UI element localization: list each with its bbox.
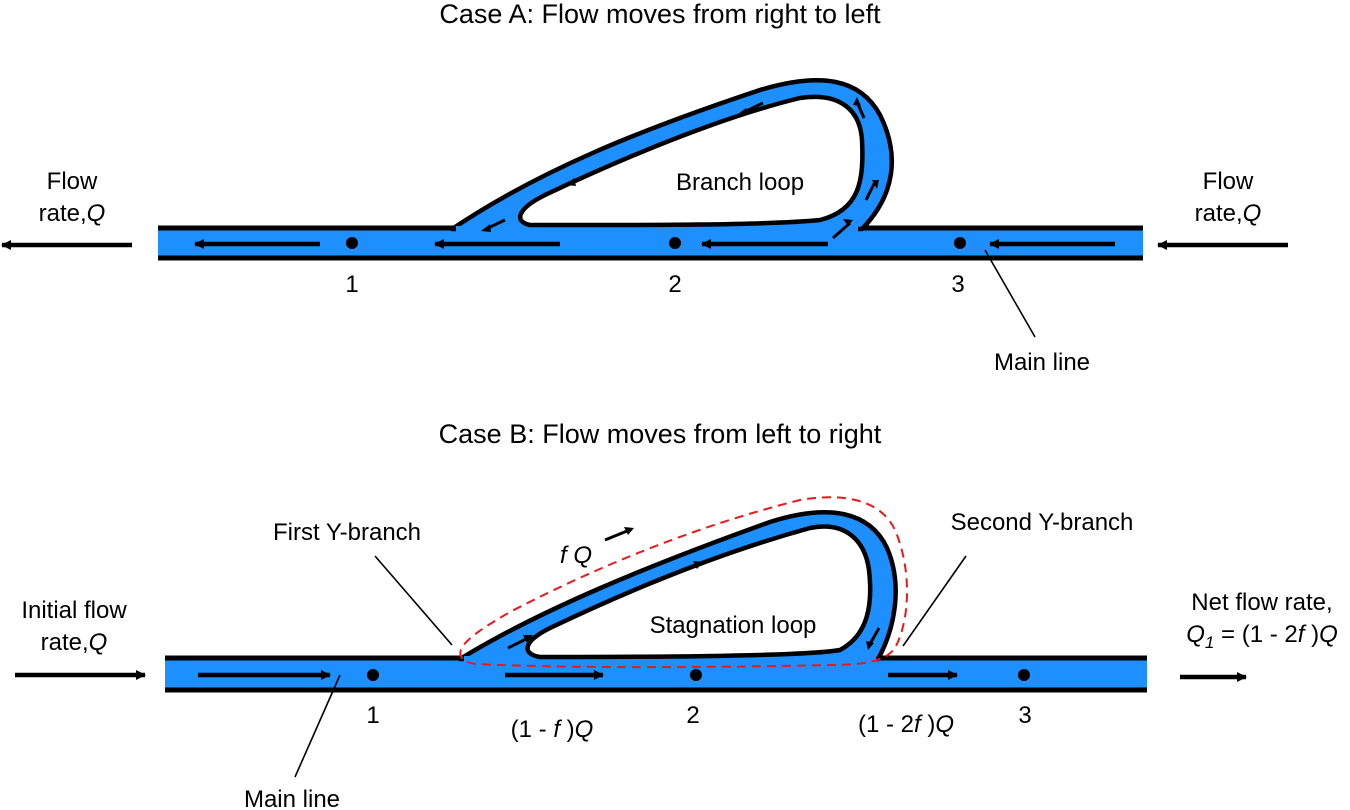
- case-a-station-1: 1: [345, 271, 358, 298]
- case-a-station-2: 2: [668, 271, 681, 298]
- case-b-segment-flow-1: (1 - f )Q: [511, 716, 594, 743]
- case-b: Case B: Flow moves from left to right 1: [15, 419, 1338, 810]
- case-a-loop-arrow: [571, 171, 592, 184]
- case-a-right-label-line2: rate,Q: [1195, 200, 1262, 227]
- case-b-segment-flow-2: (1 - 2f )Q: [858, 711, 954, 738]
- case-a-station-dot-2: [669, 237, 681, 249]
- case-b-junction-fill: [464, 656, 876, 662]
- case-b-station-1: 1: [366, 702, 379, 729]
- case-a-junction-fill: [456, 226, 858, 232]
- case-a-station-3: 3: [951, 271, 964, 298]
- case-a-loop-arrow: [743, 101, 764, 114]
- case-b-station-dot-3: [1018, 669, 1030, 681]
- case-b-second-branch-label: Second Y-branch: [951, 509, 1134, 536]
- case-a-main-pipe: [158, 228, 1143, 258]
- case-b-first-branch-leader: [374, 555, 453, 646]
- case-b-station-3: 3: [1018, 702, 1031, 729]
- case-b-station-dot-2: [690, 669, 702, 681]
- case-b-right-label-line2: Q1 = (1 - 2f )Q: [1186, 621, 1338, 652]
- case-b-loop-arrow: [868, 627, 881, 645]
- case-a-loop-arrow: [864, 181, 877, 201]
- case-a-loop-arrow: [487, 218, 506, 230]
- case-b-second-branch-leader: [902, 555, 967, 647]
- case-b-control-volume-outline: [459, 496, 908, 669]
- case-a-main-line-label: Main line: [994, 349, 1090, 376]
- case-a: Case A: Flow moves from right to left: [1, 0, 1288, 376]
- case-b-station-dot-1: [367, 669, 379, 681]
- case-a-main-line-leader: [984, 249, 1036, 338]
- case-b-title: Case B: Flow moves from left to right: [439, 419, 882, 449]
- case-a-loop-arrow: [832, 221, 851, 240]
- case-a-loop-label: Branch loop: [676, 169, 804, 196]
- case-b-first-branch-label: First Y-branch: [273, 519, 421, 546]
- case-b-fq-arrow: [604, 529, 628, 542]
- case-a-station-dot-3: [954, 237, 966, 249]
- case-a-station-dot-1: [346, 237, 358, 249]
- case-b-loop-arrow: [507, 637, 527, 650]
- case-a-title: Case A: Flow moves from right to left: [439, 0, 881, 29]
- case-b-loop-inner: [525, 524, 873, 660]
- case-b-loop-label: Stagnation loop: [650, 612, 817, 639]
- case-b-main-line-label: Main line: [244, 786, 340, 810]
- case-b-loop-flow-label: f Q: [560, 542, 592, 569]
- case-b-left-label-line2: rate,Q: [41, 629, 108, 656]
- case-b-main-line-leader: [294, 674, 341, 778]
- case-b-left-label-line1: Initial flow: [21, 597, 127, 624]
- case-a-left-label-line2: rate,Q: [39, 200, 106, 227]
- case-b-right-label-line1: Net flow rate,: [1191, 589, 1332, 616]
- case-a-left-label-line1: Flow: [47, 168, 98, 195]
- case-b-station-2: 2: [686, 702, 699, 729]
- case-a-right-label-line1: Flow: [1203, 168, 1254, 195]
- case-b-loop-arrow: [673, 563, 697, 576]
